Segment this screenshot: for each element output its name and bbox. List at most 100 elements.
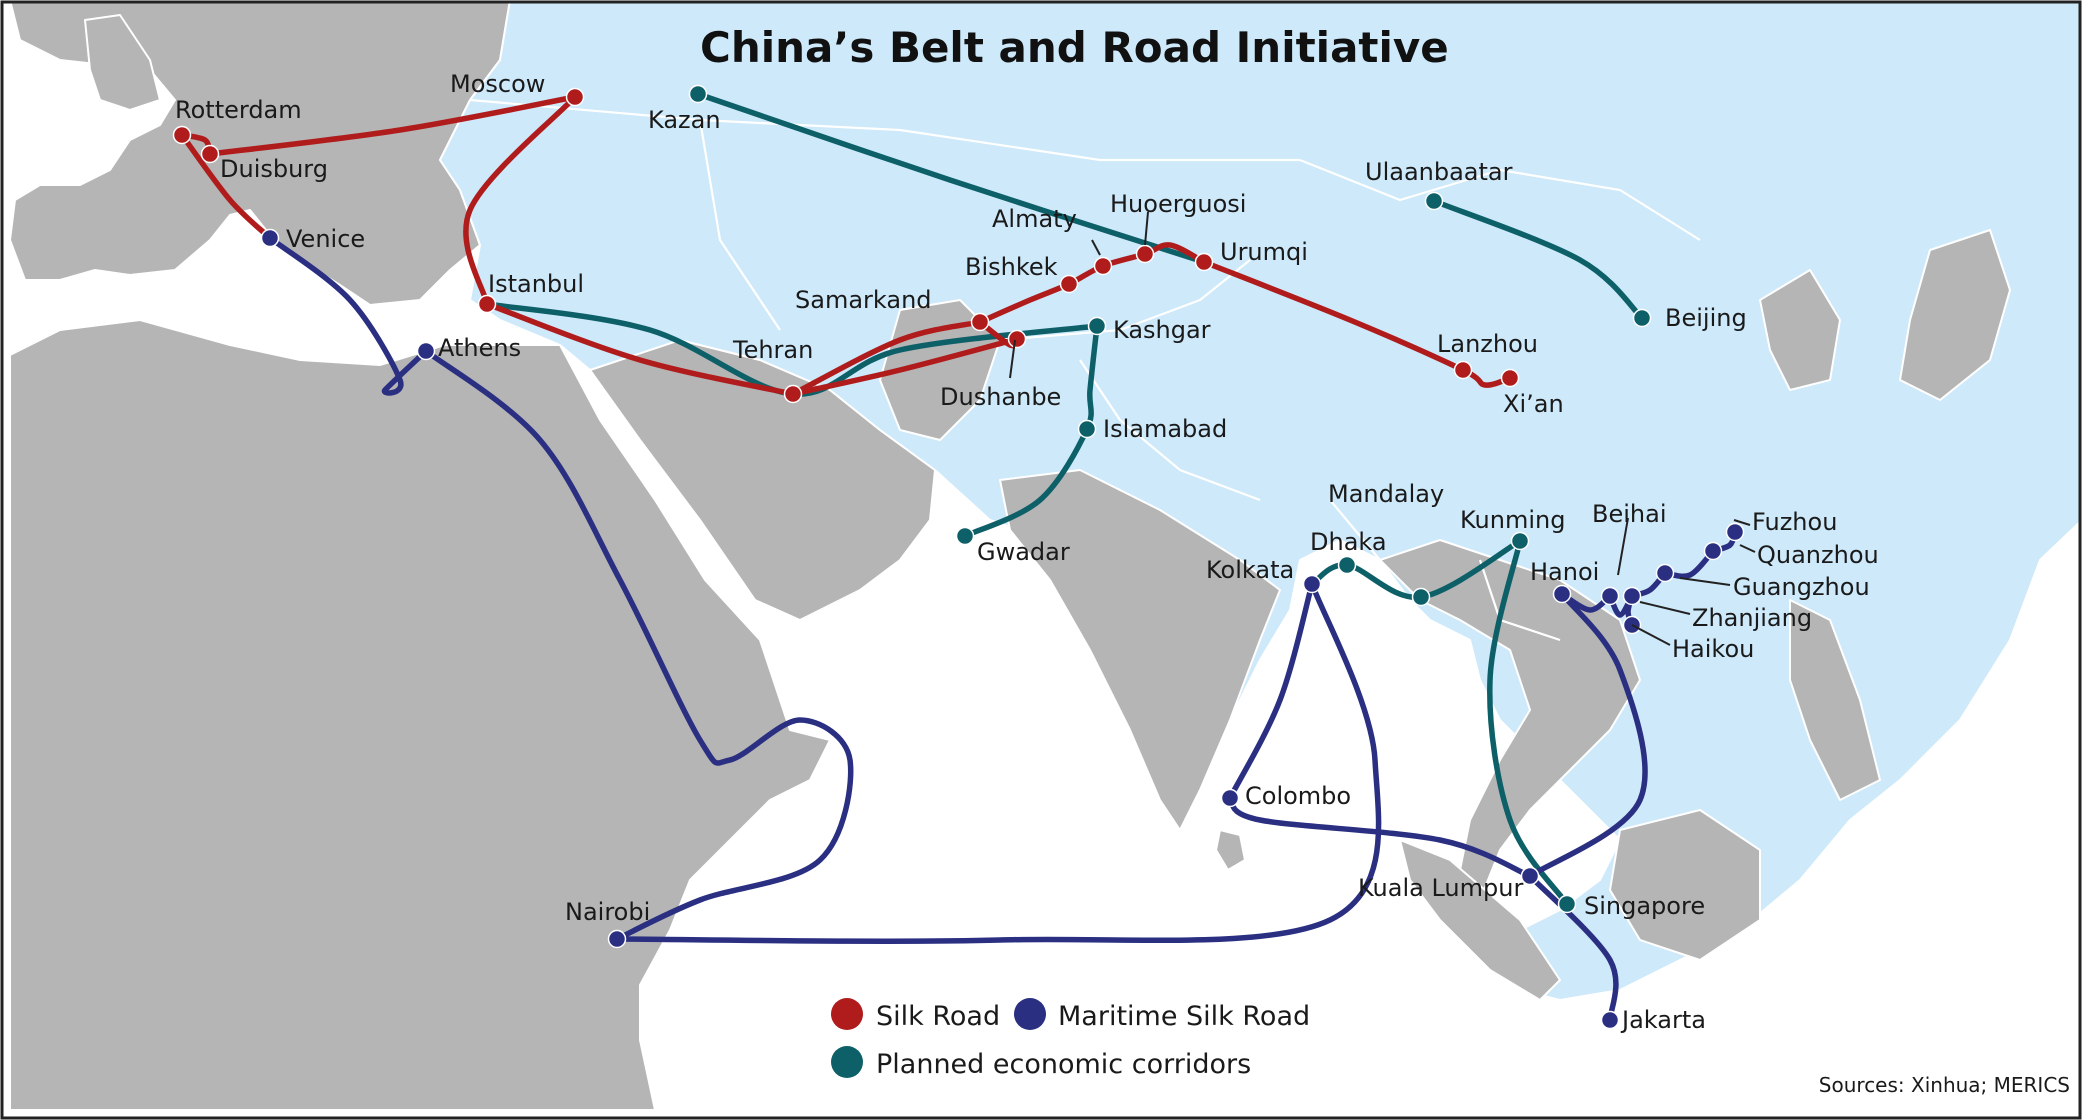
city-dot-huoerguosi [1135,244,1155,264]
route-corridor-5 [1487,538,1570,907]
leader-huoerguosi [1144,211,1149,246]
city-dot-duisburg [200,144,220,164]
city-dot-mandalay [1411,587,1431,607]
city-dot-hanoi [1552,584,1572,604]
label-kunming: Kunming [1460,506,1565,534]
route-dots [172,84,1745,1030]
route-maritime-3 [1227,581,1315,801]
route-corridor-1 [1431,198,1645,321]
city-dot-dhaka [1337,555,1357,575]
label-beijing: Beijing [1665,304,1747,332]
city-dot-colombo [1220,788,1240,808]
label-rotterdam: Rotterdam [175,96,302,124]
route-maritime-4 [1227,795,1533,879]
source-credit: Sources: Xinhua; MERICS [1819,1073,2070,1097]
city-dot-xian [1500,368,1520,388]
label-urumqi: Urumqi [1220,238,1308,266]
city-dot-tehran [783,384,803,404]
city-dot-nairobi [607,929,627,949]
leader-guangzhou [1679,577,1731,586]
label-duisburg: Duisburg [220,155,328,183]
label-xian: Xi’an [1503,390,1564,418]
border-mongolia [1299,158,1701,241]
route-silk-road-4 [484,301,796,397]
label-lanzhou: Lanzhou [1437,330,1538,358]
city-dot-islamabad [1077,419,1097,439]
label-kashgar: Kashgar [1113,316,1211,344]
city-dot-lanzhou [1453,360,1473,380]
label-hanoi: Hanoi [1530,558,1599,586]
route-silk-road-2 [179,132,273,241]
southeast-asia-land [1379,539,1641,901]
city-dot-kashgar [1087,316,1107,336]
city-dot-kolkata [1302,574,1322,594]
label-athens: Athens [438,334,521,362]
label-tehran: Tehran [732,336,813,364]
label-jakarta: Jakarta [1620,1006,1706,1034]
label-kuala-lumpur: Kuala Lumpur [1358,874,1523,902]
route-maritime-2 [614,581,1382,944]
city-dot-beijing [1632,308,1652,328]
label-moscow: Moscow [450,70,545,98]
japan-land [1899,229,2011,401]
map-title: China’s Belt and Road Initiative [700,23,1449,72]
leader-almaty [1091,239,1101,256]
route-silk-road-7 [790,336,1020,397]
route-silk-road-3 [463,94,578,307]
leader-beihai [1617,517,1629,576]
legend: Silk Road Maritime Silk Road Planned eco… [831,998,1310,1080]
philippines-land [1789,599,1881,801]
city-dot-beihai [1600,586,1620,606]
label-singapore: Singapore [1584,892,1705,920]
route-silk-road-1 [207,94,578,157]
label-fuzhou: Fuzhou [1752,508,1837,536]
label-dushanbe: Dushanbe [940,383,1061,411]
border-russia-south [469,98,1300,162]
city-dot-istanbul [477,294,497,314]
label-kolkata: Kolkata [1206,556,1294,584]
route-corridor-0 [695,91,1207,265]
label-beihai: Beihai [1592,500,1666,528]
label-quanzhou: Quanzhou [1757,541,1879,569]
legend-silk-road-swatch [831,998,863,1030]
city-dot-fuzhou [1725,522,1745,542]
route-corridor-4 [1309,538,1523,600]
sumatra-land [1399,839,1561,1001]
city-dot-rotterdam [172,125,192,145]
label-guangzhou: Guangzhou [1733,573,1870,601]
label-haikou: Haikou [1672,635,1754,663]
city-dot-ulaanbaatar [1424,191,1444,211]
border-bangladesh [1329,499,1381,561]
label-venice: Venice [286,225,365,253]
city-dot-moscow [565,87,585,107]
city-dot-athens [416,341,436,361]
city-dot-jakarta [1600,1010,1620,1030]
border-caucasus [698,119,781,331]
city-dot-kazan [688,84,708,104]
city-dot-venice [260,228,280,248]
africa-land [9,319,831,1111]
label-colombo: Colombo [1245,782,1351,810]
border-central-asia [999,259,1251,342]
label-islamabad: Islamabad [1103,415,1227,443]
city-dot-quanzhou [1703,541,1723,561]
border-himalaya [1079,359,1261,502]
label-leader-lines [1009,211,1756,646]
route-silk-road-5 [790,319,983,397]
route-silk-road-9 [1201,259,1513,388]
label-almaty: Almaty [992,205,1077,233]
label-ulaanbaatar: Ulaanbaatar [1365,158,1513,186]
city-dot-urumqi [1194,252,1214,272]
leader-quanzhou [1739,544,1756,553]
borneo-land [1609,809,1761,961]
india-land [999,469,1281,831]
label-huoerguosi: Huoerguosi [1110,190,1246,218]
city-dot-singapore [1557,894,1577,914]
label-istanbul: Istanbul [488,270,584,298]
uk-land [84,14,161,111]
label-kazan: Kazan [648,106,721,134]
label-dhaka: Dhaka [1310,528,1387,556]
legend-maritime-label: Maritime Silk Road [1058,1001,1310,1032]
